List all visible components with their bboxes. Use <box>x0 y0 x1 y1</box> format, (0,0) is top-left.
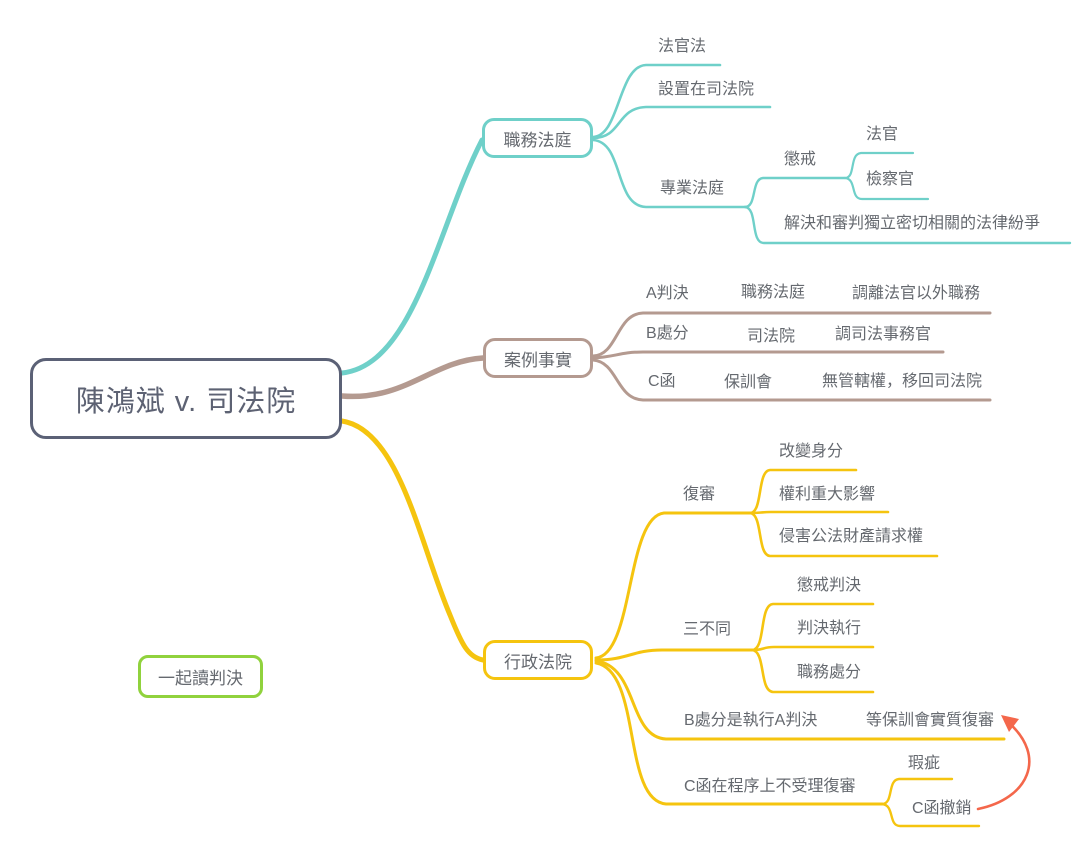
topic-c-csptc[interactable]: 保訓會 <box>724 374 773 391</box>
topic-property-claim[interactable]: 侵害公法財產請求權 <box>779 528 924 545</box>
topic-duty-disposition[interactable]: 職務處分 <box>797 664 862 681</box>
topic-duty-court[interactable]: 職務法庭 <box>482 118 593 158</box>
topic-case-facts[interactable]: 案例事實 <box>483 338 593 378</box>
floating-topic-note[interactable]: 一起讀判決 <box>138 655 263 698</box>
topic-c-letter[interactable]: C函 <box>648 373 676 390</box>
topic-identity-change[interactable]: 改變身分 <box>779 443 844 460</box>
duty-court-branch-lines <box>339 63 1072 376</box>
topic-admin-court[interactable]: 行政法院 <box>483 640 593 680</box>
topic-review[interactable]: 復審 <box>683 486 716 503</box>
topic-judge[interactable]: 法官 <box>866 126 899 143</box>
topic-c-not-accepted[interactable]: C函在程序上不受理復審 <box>684 778 856 795</box>
relationship-arrow[interactable] <box>976 715 1031 811</box>
topic-judges-act[interactable]: 法官法 <box>658 38 707 55</box>
topic-defect[interactable]: 瑕疵 <box>908 755 941 772</box>
topic-a-duty-court[interactable]: 職務法庭 <box>741 284 806 301</box>
topic-prosecutor[interactable]: 檢察官 <box>866 171 915 188</box>
topic-discipline[interactable]: 懲戒 <box>784 151 817 168</box>
admin-court-branch-lines <box>339 418 1006 828</box>
topic-b-judicial-yuan[interactable]: 司法院 <box>747 328 796 345</box>
topic-disciplinary-judgment[interactable]: 懲戒判決 <box>797 577 862 594</box>
case-facts-branch-lines <box>339 311 992 402</box>
root-topic[interactable]: 陳鴻斌 v. 司法院 <box>30 358 342 439</box>
topic-b-executes-a[interactable]: B處分是執行A判決 <box>684 712 818 729</box>
topic-a-transfer-out[interactable]: 調離法官以外職務 <box>852 285 981 302</box>
topic-professional-court[interactable]: 專業法庭 <box>660 180 725 197</box>
topic-a-judgment[interactable]: A判決 <box>646 285 689 302</box>
topic-rights-impact[interactable]: 權利重大影響 <box>779 486 876 503</box>
topic-established-in-judicial-yuan[interactable]: 設置在司法院 <box>658 81 755 98</box>
topic-three-differences[interactable]: 三不同 <box>683 621 732 638</box>
topic-b-transfer-clerk[interactable]: 調司法事務官 <box>835 326 932 343</box>
topic-judgment-execution[interactable]: 判決執行 <box>797 620 862 637</box>
topic-b-disposition[interactable]: B處分 <box>646 325 689 342</box>
topic-c-revoked[interactable]: C函撤銷 <box>912 800 972 817</box>
relationship-arrow-curve[interactable] <box>976 720 1031 811</box>
relationship-arrowhead-icon <box>1001 715 1019 732</box>
topic-c-no-jurisdiction[interactable]: 無管轄權，移回司法院 <box>822 373 983 390</box>
topic-wait-substantive-review[interactable]: 等保訓會實質復審 <box>866 712 995 729</box>
topic-dispute-resolution[interactable]: 解決和審判獨立密切相關的法律紛爭 <box>784 215 1041 232</box>
